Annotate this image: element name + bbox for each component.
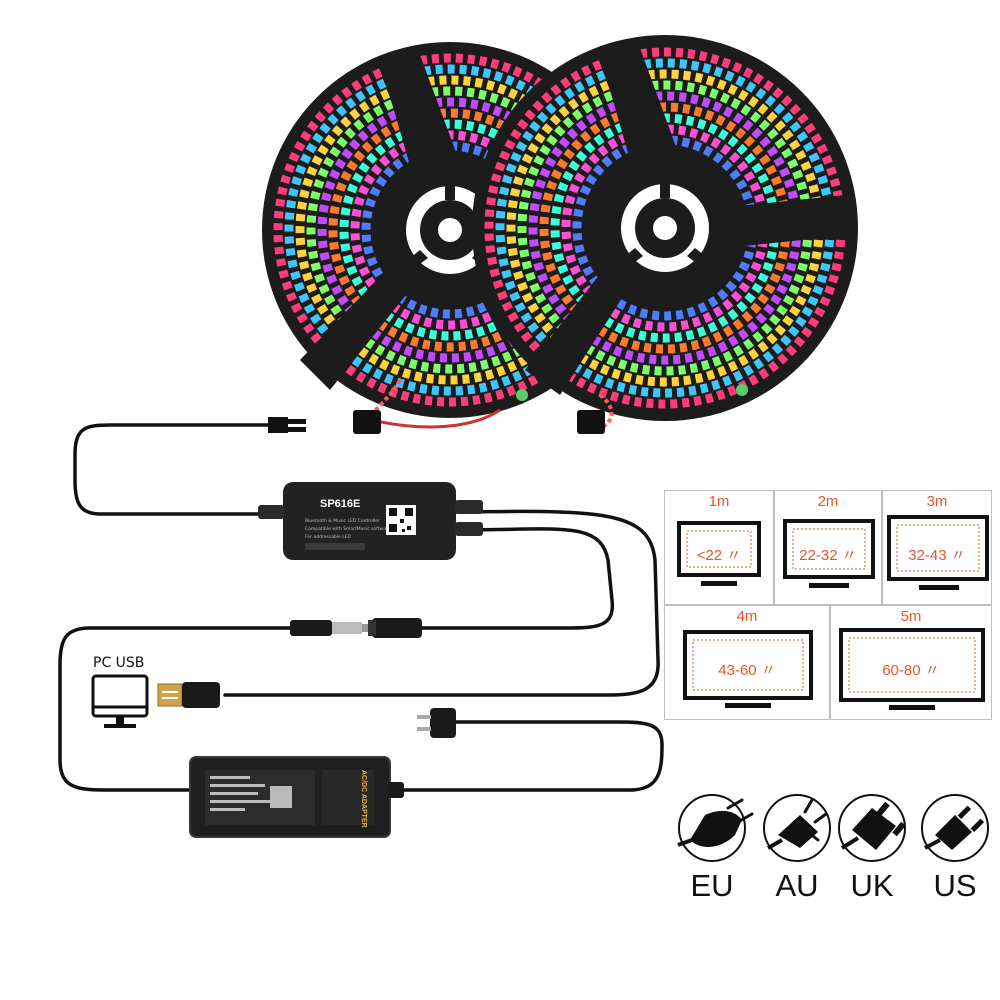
tv-icon: [683, 630, 813, 708]
tv-size-label: 32-43 〃: [908, 547, 966, 564]
plug-label-au: AU: [775, 868, 819, 903]
plug-type-us-icon: [921, 794, 989, 862]
size-cell-5m: 5m 60-80 〃: [830, 605, 992, 720]
plug-type-uk-icon: [838, 794, 906, 862]
strip-connectors: [353, 379, 614, 434]
controller-subtitle-3: For addressable LED: [305, 534, 352, 540]
plug-label-uk: UK: [850, 868, 894, 903]
tv-size-guide: 1m <22 〃 2m 22-32 〃 3m 32-43 〃 4m: [664, 490, 992, 720]
size-length-label: 2m: [817, 493, 839, 510]
size-length-label: 3m: [926, 493, 948, 510]
controller-model-label: SP616E: [320, 498, 360, 510]
size-cell-2m: 2m 22-32 〃: [774, 490, 882, 605]
controller-subtitle-1: Bluetooth & Music LED Controller: [305, 518, 380, 524]
size-cell-1m: 1m <22 〃: [664, 490, 774, 605]
size-length-label: 5m: [900, 608, 922, 625]
jst-male-connector: [268, 417, 306, 433]
usb-plug: [157, 682, 220, 708]
size-cell-3m: 3m 32-43 〃: [882, 490, 992, 605]
wall-plug: [417, 708, 456, 738]
plug-type-au-icon: [763, 794, 831, 862]
tv-size-label: 22-32 〃: [799, 547, 857, 564]
adapter-side-label: AC/DC ADAPTER: [360, 770, 367, 828]
plug-type-eu-icon: [677, 794, 754, 862]
size-length-label: 1m: [708, 493, 730, 510]
controller-box: SP616E Bluetooth & Music LED Controller …: [258, 482, 483, 560]
tv-icon: [839, 628, 985, 710]
tv-size-label: 43-60 〃: [718, 662, 776, 679]
tv-icon: [783, 519, 875, 588]
pc-monitor-icon: [91, 674, 149, 728]
tv-icon: [677, 521, 761, 586]
plug-label-us: US: [933, 868, 977, 903]
dc-female-jack: [368, 618, 422, 638]
tv-size-label: <22 〃: [696, 547, 742, 564]
size-length-label: 4m: [736, 608, 758, 625]
dc-male-plug: [290, 620, 368, 636]
size-cell-4m: 4m 43-60 〃: [664, 605, 830, 720]
tv-icon: [887, 515, 989, 590]
cables: [58, 423, 664, 792]
led-reel-right: [472, 35, 858, 421]
tv-size-label: 60-80 〃: [882, 662, 940, 679]
power-adapter: AC/DC ADAPTER: [189, 756, 404, 838]
plug-label-eu: EU: [690, 868, 734, 903]
controller-subtitle-2: Compatible with SmartMusic software: [305, 526, 391, 532]
pc-usb-label: PC USB: [93, 655, 144, 671]
